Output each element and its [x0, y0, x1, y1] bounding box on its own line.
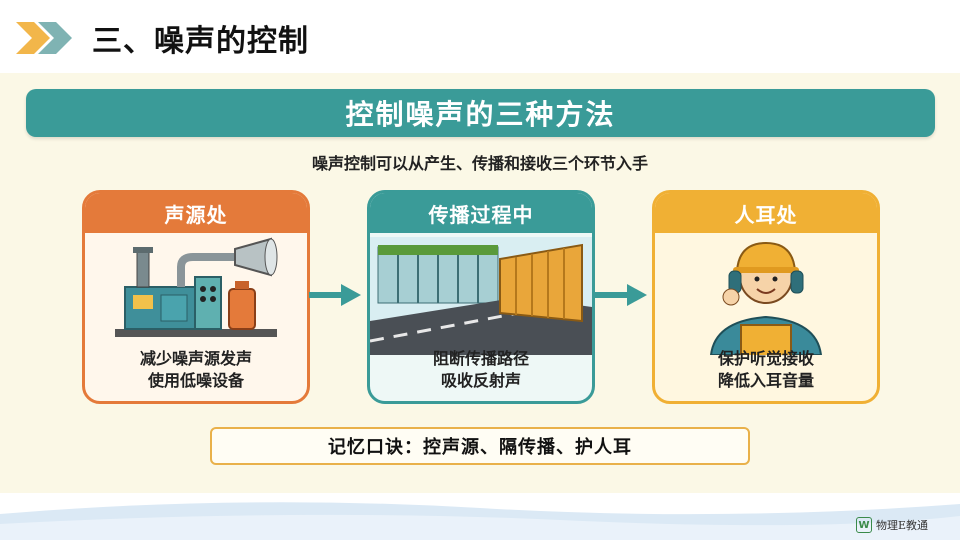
card-line-2: 吸收反射声: [440, 371, 521, 390]
card-title: 人耳处: [655, 193, 877, 233]
brand-logo-icon: W: [856, 517, 872, 533]
card-description: 减少噪声源发声 使用低噪设备: [85, 348, 307, 392]
chevron-arrows-icon: [16, 22, 72, 54]
bottom-wave-decoration: [0, 502, 960, 540]
mnemonic-box: 记忆口诀：控声源、隔传播、护人耳: [210, 427, 750, 465]
card-line-1: 减少噪声源发声: [139, 349, 252, 368]
card-ear: 人耳处 保护听觉接收 降低入耳音量: [652, 190, 880, 404]
worker-earmuffs-illustration: [709, 241, 823, 355]
card-title: 传播过程中: [370, 193, 592, 233]
arrow-right-icon: [595, 284, 647, 306]
card-description: 阻断传播路径 吸收反射声: [370, 348, 592, 392]
banner-title: 控制噪声的三种方法: [26, 89, 935, 137]
card-line-2: 降低入耳音量: [717, 371, 814, 390]
brand-watermark: W 物理E教通: [856, 516, 928, 534]
card-title: 声源处: [85, 193, 307, 233]
brand-name: 物理E教通: [876, 519, 929, 532]
card-line-1: 保护听觉接收: [717, 349, 814, 368]
page-title: 三、噪声的控制: [92, 24, 309, 59]
machine-illustration: [115, 237, 278, 337]
noise-barrier-illustration: [370, 237, 592, 355]
card-line-1: 阻断传播路径: [432, 349, 529, 368]
subtitle: 噪声控制可以从产生、传播和接收三个环节入手: [311, 154, 648, 173]
card-source: 声源处 减少噪声源发声 使用低噪设备: [82, 190, 310, 404]
card-propagation: 传播过程中 阻断传播路径 吸收反射声: [367, 190, 595, 404]
card-line-2: 使用低噪设备: [147, 371, 244, 390]
arrow-right-icon: [309, 284, 361, 306]
card-description: 保护听觉接收 降低入耳音量: [655, 348, 877, 392]
